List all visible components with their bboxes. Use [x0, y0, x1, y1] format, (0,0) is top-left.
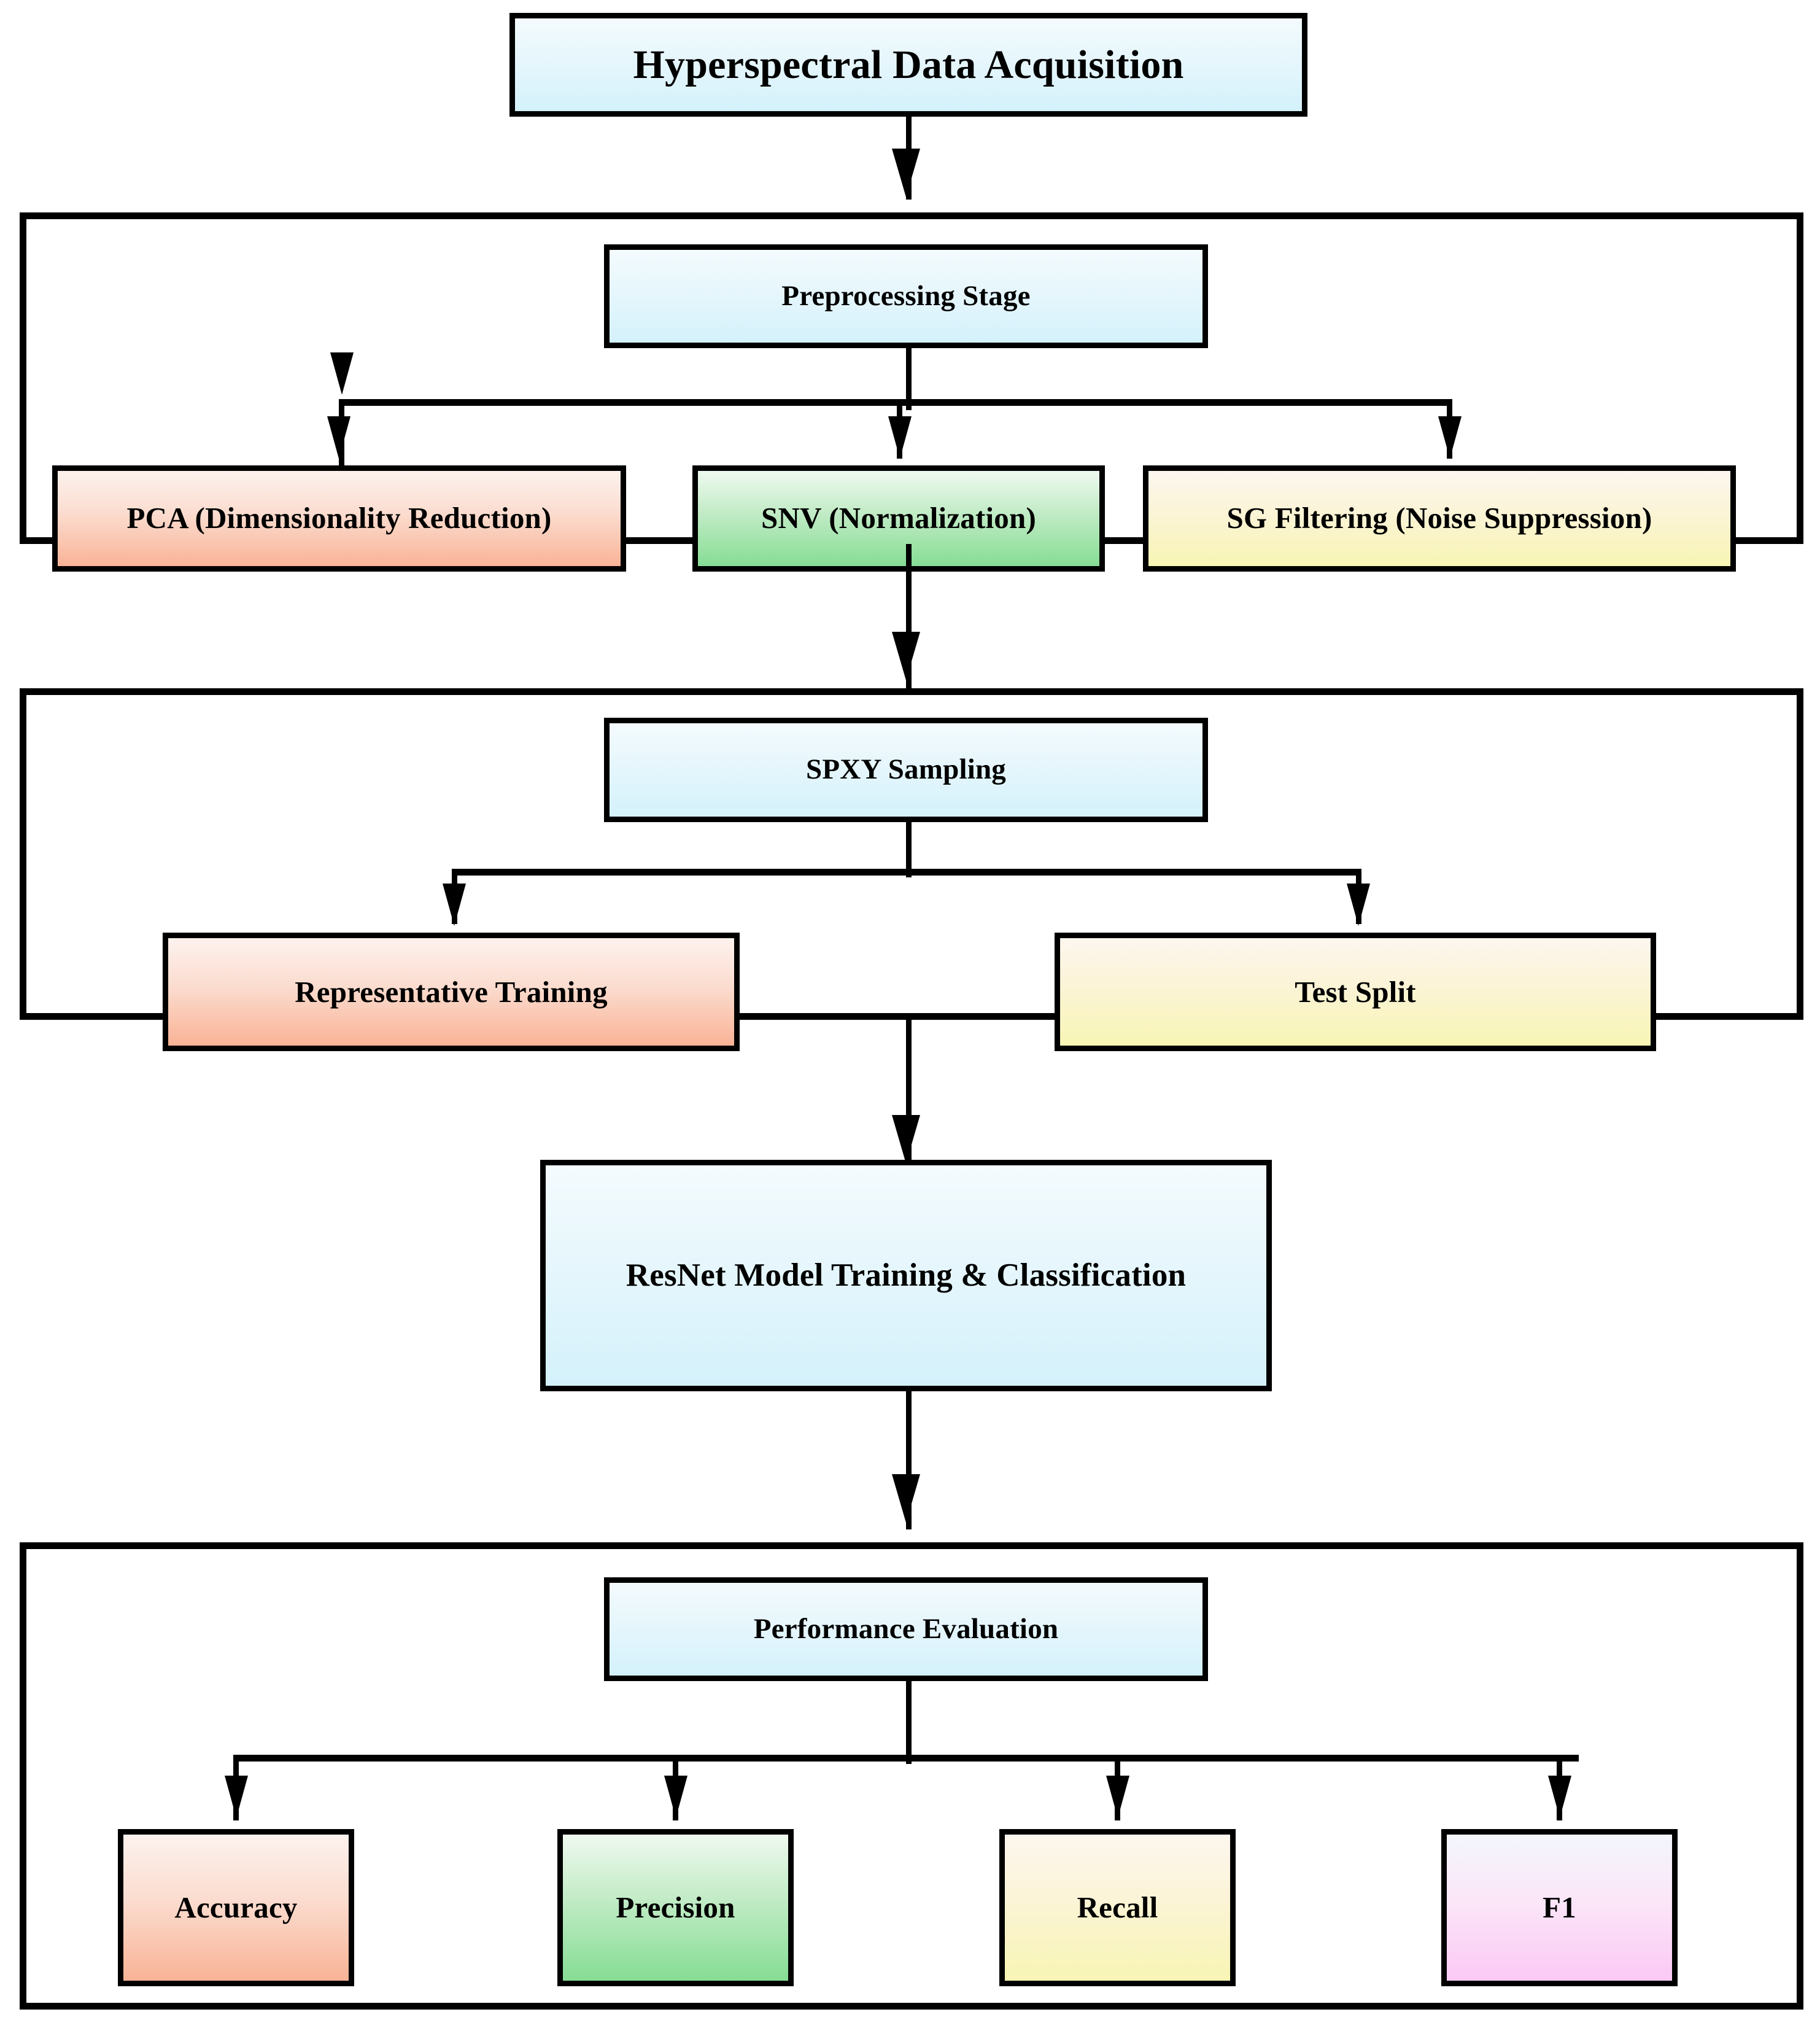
connector-evaluation-stem: [906, 1681, 912, 1765]
node-test-split[interactable]: Test Split: [1055, 932, 1656, 1052]
arrowhead-acquisition-to-preprocessing: [892, 149, 920, 198]
arrowhead-resnet-to-evaluation: [892, 1474, 920, 1523]
arrowhead-to-sg: [1438, 416, 1462, 459]
node-pca[interactable]: PCA (Dimensionality Reduction): [52, 465, 626, 572]
connector-spxy-stem: [906, 822, 912, 877]
node-spxy-sampling[interactable]: SPXY Sampling: [604, 718, 1208, 822]
node-sg-filtering[interactable]: SG Filtering (Noise Suppression): [1143, 465, 1736, 572]
arrowhead-to-train: [443, 884, 466, 926]
arrowhead-to-f1: [1548, 1776, 1571, 1819]
arrowhead-preprocessing-to-spxy: [892, 632, 920, 681]
connector-evaluation-bus: [236, 1754, 1579, 1762]
connector-resnet-to-evaluation: [906, 1391, 912, 1529]
arrowhead-to-pca: [327, 416, 350, 459]
arrowhead-to-recall: [1106, 1776, 1129, 1819]
node-performance-evaluation[interactable]: Performance Evaluation: [604, 1577, 1208, 1682]
node-snv[interactable]: SNV (Normalization): [692, 465, 1105, 572]
group-performance-evaluation: [20, 1542, 1803, 2010]
arrowhead-to-accuracy: [225, 1776, 248, 1819]
connector-preprocessing-stem: [906, 348, 912, 410]
arrowhead-spxy-to-resnet: [892, 1115, 920, 1164]
arrowhead-pca-spacer: [330, 352, 354, 395]
node-metric-f1[interactable]: F1: [1441, 1828, 1678, 1986]
node-metric-recall[interactable]: Recall: [999, 1828, 1236, 1986]
connector-preprocessing-to-spxy: [906, 543, 912, 693]
node-hyperspectral-data-acquisition[interactable]: Hyperspectral Data Acquisition: [509, 12, 1307, 117]
connector-spxy-to-resnet: [906, 1019, 912, 1179]
arrowhead-to-test: [1347, 884, 1370, 926]
arrowhead-to-snv: [888, 416, 912, 459]
node-resnet-model-training[interactable]: ResNet Model Training & Classification: [540, 1159, 1272, 1391]
arrowhead-to-precision: [664, 1776, 687, 1819]
node-metric-accuracy[interactable]: Accuracy: [118, 1828, 354, 1986]
connector-spxy-bus: [454, 868, 1361, 876]
node-metric-precision[interactable]: Precision: [557, 1828, 794, 1986]
node-representative-training[interactable]: Representative Training: [163, 932, 740, 1052]
group-spxy-sampling: [20, 688, 1803, 1020]
node-preprocessing-stage[interactable]: Preprocessing Stage: [604, 244, 1208, 349]
